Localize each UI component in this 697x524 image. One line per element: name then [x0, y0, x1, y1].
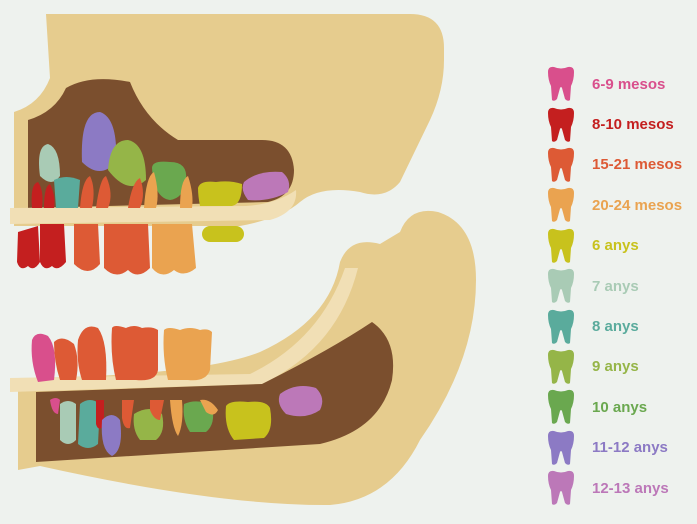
upper-premolar-1 — [104, 224, 150, 275]
legend: 6-9 mesos 8-10 mesos 15-21 mesos 20-24 m… — [544, 64, 697, 508]
upper-molar-1 — [17, 226, 40, 268]
upper-molar-2 — [40, 224, 66, 268]
tooth-icon — [544, 228, 578, 264]
legend-item: 8 anys — [544, 306, 697, 346]
tooth-icon — [544, 66, 578, 102]
legend-label: 6-9 mesos — [592, 76, 665, 93]
tooth-icon — [544, 470, 578, 506]
legend-label: 20-24 mesos — [592, 197, 682, 214]
legend-item: 15-21 mesos — [544, 145, 697, 185]
lower-canine — [78, 327, 107, 381]
legend-label: 6 anys — [592, 237, 639, 254]
legend-item: 6-9 mesos — [544, 64, 697, 104]
upper-premolar-2 — [152, 224, 196, 275]
legend-label: 9 anys — [592, 358, 639, 375]
legend-label: 8 anys — [592, 318, 639, 335]
legend-item: 12-13 anys — [544, 468, 697, 508]
legend-label: 12-13 anys — [592, 480, 669, 497]
legend-label: 11-12 anys — [592, 439, 668, 456]
legend-item: 20-24 mesos — [544, 185, 697, 225]
upper-canine — [74, 224, 100, 271]
tooth-icon — [544, 389, 578, 425]
lower-incisor-1 — [32, 334, 56, 382]
tooth-icon — [544, 147, 578, 183]
tooth-icon — [544, 268, 578, 304]
bud-upper-6yr — [198, 181, 242, 206]
jaw-diagram — [0, 0, 530, 524]
bud-lower-7yr — [60, 401, 76, 444]
lower-incisor-2 — [54, 338, 78, 380]
legend-item: 9 anys — [544, 347, 697, 387]
tooth-icon — [544, 349, 578, 385]
lower-molar-1 — [112, 326, 159, 380]
legend-label: 15-21 mesos — [592, 156, 682, 173]
legend-item: 10 anys — [544, 387, 697, 427]
lower-molar-2 — [164, 328, 213, 380]
legend-item: 11-12 anys — [544, 428, 697, 468]
tooth-icon — [544, 309, 578, 345]
tooth-icon — [544, 107, 578, 143]
tooth-icon — [544, 187, 578, 223]
legend-label: 7 anys — [592, 278, 639, 295]
legend-item: 8-10 mesos — [544, 104, 697, 144]
bud-upper-8yr — [54, 177, 80, 208]
tooth-icon — [544, 430, 578, 466]
legend-label: 8-10 mesos — [592, 116, 674, 133]
legend-item: 7 anys — [544, 266, 697, 306]
upper-bud-6yr — [202, 226, 244, 242]
legend-label: 10 anys — [592, 399, 647, 416]
bud-lower-6yr — [226, 402, 271, 441]
legend-item: 6 anys — [544, 226, 697, 266]
